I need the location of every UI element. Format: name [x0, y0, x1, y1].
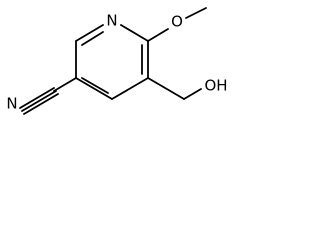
bond-c3-c4 [111, 77, 149, 100]
nitrile-nitrogen-label: N [6, 95, 17, 113]
inner-double-c6-n1 [81, 31, 104, 46]
methoxy-oxygen-label: O [171, 13, 183, 31]
inner-double-c4-c5 [81, 77, 109, 94]
bond-ch2-oh [183, 88, 202, 100]
bond-c4-c5 [75, 77, 113, 100]
nitrile-bond-3 [23, 93, 59, 115]
molecule-diagram: N O OH N [0, 0, 234, 118]
bond-n1-c2 [120, 24, 149, 42]
bond-c3-ch2 [147, 77, 185, 100]
hydroxyl-label: OH [204, 77, 227, 95]
ring-nitrogen-label: N [106, 12, 117, 30]
nitrile-bond-2 [21, 90, 57, 112]
bond-c5-cn [53, 77, 77, 92]
nitrile-bond-1 [19, 87, 55, 109]
bond-c2-o [147, 28, 169, 42]
structure-svg: N O OH N [6, 7, 228, 115]
bond-c6-n1 [75, 24, 104, 42]
bond-o-ch3 [185, 7, 207, 19]
